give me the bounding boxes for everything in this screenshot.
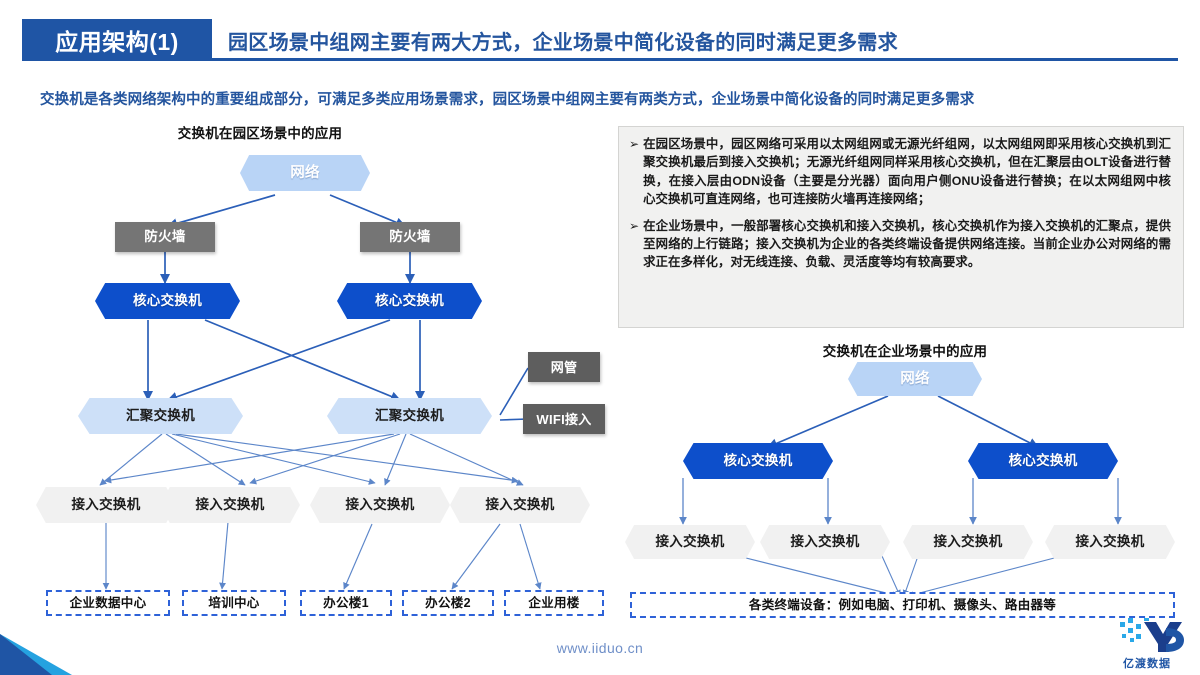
campus-aggregation-switch-1[interactable]: 汇聚交换机 [78,398,243,434]
campus-core-switch-2[interactable]: 核心交换机 [337,283,482,319]
arrow-bullet-icon: ➢ [629,137,640,151]
header-rule [212,58,1178,61]
campus-network-node[interactable]: 网络 [240,155,370,191]
note-item: ➢ 在企业场景中，一般部署核心交换机和接入交换机，核心交换机作为接入交换机的汇聚… [629,217,1171,272]
campus-endpoint-1[interactable]: 企业数据中心 [46,590,170,616]
campus-access-switch-2[interactable]: 接入交换机 [160,487,300,523]
campus-endpoint-2[interactable]: 培训中心 [182,590,286,616]
campus-endpoint-4[interactable]: 办公楼2 [402,590,494,616]
campus-access-switch-3[interactable]: 接入交换机 [310,487,450,523]
company-logo-icon [1120,616,1184,652]
campus-wifi-access-node[interactable]: WIFI接入 [523,404,605,434]
campus-firewall-node-1[interactable]: 防火墙 [115,222,215,252]
header-subtitle: 园区场景中组网主要有两大方式，企业场景中简化设备的同时满足更多需求 [228,31,898,54]
enterprise-diagram-title: 交换机在企业场景中的应用 [822,344,988,359]
note-item: ➢ 在园区场景中，园区网络可采用以太网组网或无源光纤组网，以太网组网即采用核心交… [629,135,1171,209]
enterprise-network-node[interactable]: 网络 [848,362,982,396]
campus-core-switch-1[interactable]: 核心交换机 [95,283,240,319]
note-text: 在园区场景中，园区网络可采用以太网组网或无源光纤组网，以太网组网即采用核心交换机… [643,137,1171,207]
enterprise-endpoint-node[interactable]: 各类终端设备：例如电脑、打印机、摄像头、路由器等 [630,592,1175,618]
campus-access-switch-1[interactable]: 接入交换机 [36,487,176,523]
enterprise-core-switch-1[interactable]: 核心交换机 [683,443,833,479]
enterprise-core-switch-2[interactable]: 核心交换机 [968,443,1118,479]
slide-header: 应用架构(1) 园区场景中组网主要有两大方式，企业场景中简化设备的同时满足更多需… [0,0,1200,72]
note-text: 在企业场景中，一般部署核心交换机和接入交换机，核心交换机作为接入交换机的汇聚点，… [643,218,1171,270]
enterprise-access-switch-4[interactable]: 接入交换机 [1045,525,1175,559]
campus-endpoint-5[interactable]: 企业用楼 [504,590,604,616]
company-logo-text: 亿渡数据 [1123,658,1171,670]
campus-firewall-node-2[interactable]: 防火墙 [360,222,460,252]
lead-paragraph: 交换机是各类网络架构中的重要组成部分，可满足多类应用场景需求，园区场景中组网主要… [40,92,975,108]
enterprise-access-switch-1[interactable]: 接入交换机 [625,525,755,559]
campus-diagram-title: 交换机在园区场景中的应用 [177,126,343,141]
corner-decoration [0,634,72,675]
enterprise-access-switch-3[interactable]: 接入交换机 [903,525,1033,559]
arrow-bullet-icon: ➢ [629,218,640,233]
campus-access-switch-4[interactable]: 接入交换机 [450,487,590,523]
enterprise-access-switch-2[interactable]: 接入交换机 [760,525,890,559]
campus-endpoint-3[interactable]: 办公楼1 [300,590,392,616]
footer-url[interactable]: www.iiduo.cn [556,640,644,656]
campus-network-management-node[interactable]: 网管 [528,352,600,382]
explanation-note-box: ➢ 在园区场景中，园区网络可采用以太网组网或无源光纤组网，以太网组网即采用核心交… [618,126,1184,328]
page-title-chip: 应用架构(1) [22,19,212,61]
campus-aggregation-switch-2[interactable]: 汇聚交换机 [327,398,492,434]
